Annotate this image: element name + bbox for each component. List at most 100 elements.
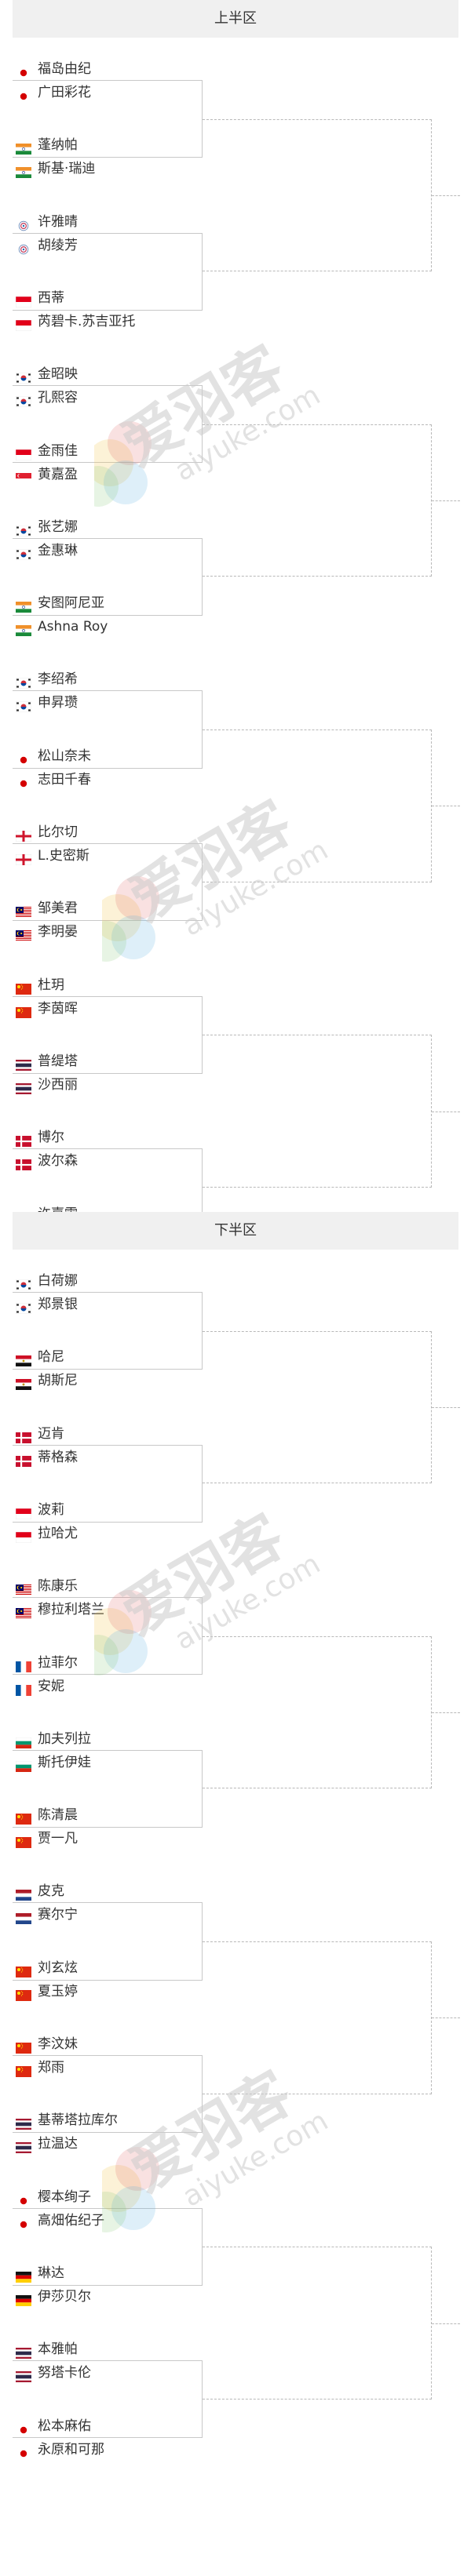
denmark-flag-icon [16,1132,31,1148]
player-name: 永原和可那 [38,2441,104,2458]
player-name: 广田彩花 [38,85,91,100]
korea-flag-icon [15,697,32,713]
player-name: 孔熙容 [38,390,78,406]
bulgaria-flag-icon [15,1734,32,1748]
player-name: 比尔切 [38,824,78,840]
indonesia-flag-icon [15,316,32,332]
player-name: 许雅晴 [38,213,78,230]
player-name: 基蒂塔拉库尔 [38,2112,118,2129]
player-name: 本雅帕 [38,2341,78,2358]
china-flag-icon [16,980,31,995]
japan-flag-icon [16,2215,31,2228]
france-flag-icon [16,1657,31,1672]
bracket-line [203,118,432,272]
china-flag-icon [16,1833,31,1849]
bracket-line [13,232,203,311]
player-name: 白荷娜 [38,1273,78,1289]
section-title: 上半区 [214,10,257,27]
player-name: 夏玉婷 [38,1983,78,1999]
player-name: 琳达 [38,2265,64,2281]
bracket-connector [432,1712,460,1714]
player-name: 拉温达 [38,2136,78,2152]
germany-flag-icon [16,2291,31,2306]
thailand-flag-icon [16,1056,31,1071]
china-flag-icon [16,2062,31,2077]
bracket-line [13,1902,203,1981]
bracket-connector [432,2323,460,2324]
player-name: 芮碧卡.苏吉亚托 [38,313,136,329]
player-name: 安妮 [38,1678,64,1694]
player-name: 松山奈未 [38,748,91,764]
denmark-flag-icon [16,1155,31,1171]
korea-flag-icon [15,1275,32,1291]
netherlands-flag-icon [16,1909,31,1925]
indonesia-flag-icon [15,1528,32,1544]
player-name: 拉哈尤 [38,1525,78,1541]
section-header: 下半区 [13,1212,458,1250]
bracket-line [13,1292,203,1370]
player-name: 金昭映 [38,366,78,383]
china-flag-icon [16,1003,31,1018]
malaysia-flag-icon [16,926,31,942]
player-name: 福岛由纪 [38,61,91,77]
bracket-line [203,1635,432,1789]
india-flag-icon [16,621,31,637]
player-name: 陈康乐 [38,1578,78,1595]
player-name: 陈清晨 [38,1807,78,1824]
bracket-line [203,1941,432,2094]
japan-flag-icon [16,64,31,77]
bracket-line [203,730,432,882]
bracket-line [13,690,203,769]
china-flag-icon [16,1963,31,1977]
bracket-line [203,424,432,577]
player-name: 申昇瓒 [38,695,78,711]
player-name: 李汶妹 [38,2036,78,2052]
england-flag-icon [15,827,32,842]
player-name: 松本麻佑 [38,2418,91,2434]
player-name: 波莉 [38,1501,64,1518]
player-name: Ashna Roy [38,619,108,635]
india-flag-icon [16,163,31,179]
netherlands-flag-icon [16,1886,31,1901]
thailand-flag-icon [16,2138,31,2154]
japan-flag-icon [16,2192,31,2204]
denmark-flag-icon [16,1428,31,1443]
china-flag-icon [16,1810,31,1825]
bracket-line [13,2360,203,2439]
egypt-flag-icon [16,1375,31,1391]
player-name: 迈肯 [38,1425,64,1442]
player-name: 金雨佳 [38,442,78,459]
bracket-connector [432,195,460,196]
player-name: 李绍希 [38,671,78,688]
bracket-line [203,1330,432,1484]
bracket-line [203,2247,432,2400]
egypt-flag-icon [16,1352,31,1367]
section-title: 下半区 [214,1222,257,1239]
chinese-taipei-flag-icon [16,240,31,254]
player-name: 伊莎贝尔 [38,2288,91,2305]
china-flag-icon [16,1986,31,2001]
player-name: 拉菲尔 [38,1654,78,1671]
japan-flag-icon [16,87,31,100]
player-name: 胡斯尼 [38,1373,78,1389]
japan-flag-icon [16,2444,31,2457]
player-name: 胡绫芳 [38,237,78,253]
thailand-flag-icon [16,1079,31,1094]
malaysia-flag-icon [16,1581,31,1596]
player-name: 李明晏 [38,924,78,941]
bracket-line [13,1597,203,1675]
player-name: 郑雨 [38,2060,64,2076]
japan-flag-icon [16,774,31,787]
player-name: 邹美君 [38,901,78,917]
india-flag-icon [16,598,31,613]
player-name: 博尔 [38,1130,64,1146]
section-header: 上半区 [13,0,458,38]
bracket-line [13,537,203,617]
player-name: 加夫列拉 [38,1730,91,1747]
player-name: 刘玄炫 [38,1959,78,1976]
player-name: 斯托伊娃 [38,1754,91,1770]
player-name: 志田千春 [38,771,91,788]
china-flag-icon [16,2039,31,2054]
bracket-line [13,843,203,922]
player-name: 蒂格森 [38,1449,78,1465]
